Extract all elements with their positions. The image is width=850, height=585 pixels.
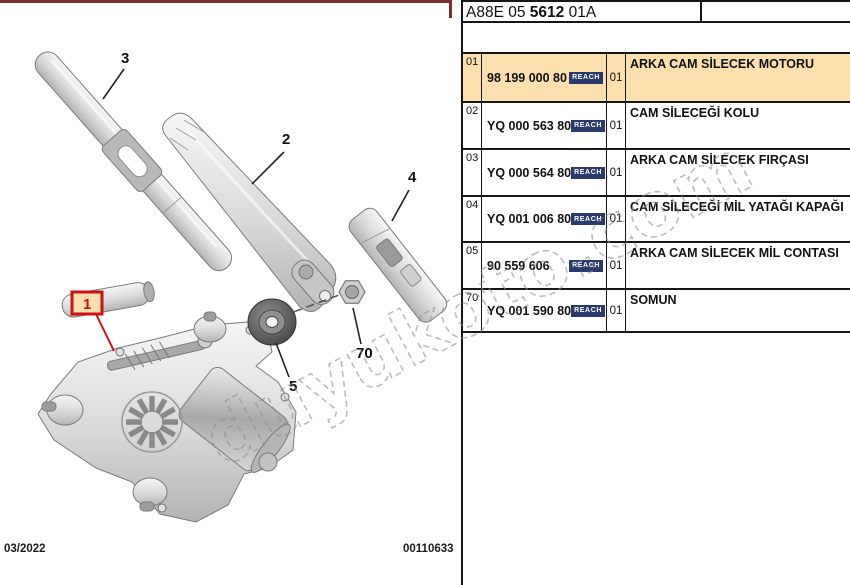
table-row[interactable]: 04 YQ 001 006 80 REACH 01 CAM SİLECEĞİ M… bbox=[463, 195, 850, 241]
ref-cell: 01 bbox=[463, 54, 482, 101]
ref-cell: 70 bbox=[463, 290, 482, 331]
part-cell: YQ 001 006 80 REACH bbox=[482, 197, 607, 241]
table-row[interactable]: 02 YQ 000 563 80 REACH 01 CAM SİLECEĞİ K… bbox=[463, 101, 850, 148]
nut-part bbox=[338, 280, 366, 304]
parts-table: A88E 05 5612 01A 01 98 199 000 80 REACH … bbox=[463, 0, 850, 333]
desc-cell: CAM SİLECEĞİ MİL YATAĞI KAPAĞI bbox=[630, 200, 844, 214]
part-number: 90 559 606 bbox=[487, 258, 550, 273]
document-number: 00110633 bbox=[403, 543, 454, 555]
reach-badge[interactable]: REACH bbox=[569, 71, 603, 84]
qty-cell: 01 bbox=[607, 243, 626, 288]
part-number: YQ 000 563 80 bbox=[487, 118, 572, 133]
ref-cell: 05 bbox=[463, 243, 482, 288]
ref-cell: 04 bbox=[463, 197, 482, 241]
table-row[interactable]: 70 YQ 001 590 80 REACH 01 SOMUN bbox=[463, 288, 850, 333]
ref-cell: 02 bbox=[463, 103, 482, 148]
assembly-axis-line bbox=[147, 287, 359, 367]
callout-label-70: 70 bbox=[356, 345, 373, 362]
qty-cell: 01 bbox=[607, 150, 626, 195]
part-number: 98 199 000 80 bbox=[487, 70, 567, 85]
qty-cell: 01 bbox=[607, 103, 626, 148]
header-divider bbox=[700, 2, 702, 21]
part-cell: YQ 001 590 80 REACH bbox=[482, 290, 607, 331]
reach-badge[interactable]: REACH bbox=[571, 213, 605, 225]
reach-badge[interactable]: REACH bbox=[571, 166, 605, 179]
part-cell: YQ 000 564 80 REACH bbox=[482, 150, 607, 195]
ref-cell: 03 bbox=[463, 150, 482, 195]
table-header: A88E 05 5612 01A bbox=[463, 0, 850, 23]
code-suffix: 01A bbox=[564, 4, 597, 21]
code-bold: 5612 bbox=[529, 4, 565, 21]
callout-label-4: 4 bbox=[408, 169, 417, 186]
exploded-view-diagram: 3 2 4 5 70 1 bbox=[34, 50, 448, 523]
table-row[interactable]: 03 YQ 000 564 80 REACH 01 ARKA CAM SİLEC… bbox=[463, 148, 850, 195]
callout-label-3: 3 bbox=[121, 50, 129, 67]
table-row[interactable]: 01 98 199 000 80 REACH 01 ARKA CAM SİLEC… bbox=[463, 52, 850, 101]
wiper-arm-part bbox=[162, 112, 337, 312]
table-left-border bbox=[461, 0, 463, 585]
part-cell: 90 559 606 REACH bbox=[482, 243, 607, 288]
diagram-frame-corner bbox=[449, 0, 452, 18]
desc-cell: SOMUN bbox=[630, 293, 677, 307]
header-gap bbox=[463, 23, 850, 52]
qty-cell: 01 bbox=[607, 54, 626, 101]
spindle-seal-part bbox=[247, 298, 297, 346]
callout-label-5: 5 bbox=[289, 378, 297, 395]
part-cell: YQ 000 563 80 REACH bbox=[482, 103, 607, 148]
reach-badge[interactable]: REACH bbox=[569, 259, 603, 272]
page-reference-code: A88E 05 5612 01A bbox=[466, 4, 596, 22]
qty-cell: 01 bbox=[607, 197, 626, 241]
reach-badge[interactable]: REACH bbox=[571, 119, 605, 132]
table-row[interactable]: 05 90 559 606 REACH 01 ARKA CAM SİLECEK … bbox=[463, 241, 850, 288]
desc-cell: ARKA CAM SİLECEK MOTORU bbox=[630, 57, 815, 71]
part-number: YQ 000 564 80 bbox=[487, 165, 572, 180]
part-number: YQ 001 590 80 bbox=[487, 303, 572, 318]
reach-badge[interactable]: REACH bbox=[571, 304, 605, 317]
revision-date: 03/2022 bbox=[4, 543, 46, 555]
callout-label-1: 1 bbox=[83, 296, 91, 313]
code-prefix: A88E 05 bbox=[466, 4, 530, 21]
desc-cell: ARKA CAM SİLECEK FIRÇASI bbox=[630, 153, 809, 167]
desc-cell: ARKA CAM SİLECEK MİL CONTASI bbox=[630, 246, 839, 260]
wiper-motor-part bbox=[37, 281, 297, 523]
part-number: YQ 001 006 80 bbox=[487, 212, 572, 226]
part-cell: 98 199 000 80 REACH bbox=[482, 54, 607, 101]
spindle-cap-part bbox=[348, 207, 448, 323]
wiper-blade-part bbox=[34, 51, 233, 272]
callout-label-2: 2 bbox=[282, 131, 290, 148]
diagram-frame-top bbox=[0, 0, 452, 3]
qty-cell: 01 bbox=[607, 290, 626, 331]
selected-callout-1[interactable]: 1 bbox=[70, 290, 115, 352]
desc-cell: CAM SİLECEĞİ KOLU bbox=[630, 106, 760, 120]
